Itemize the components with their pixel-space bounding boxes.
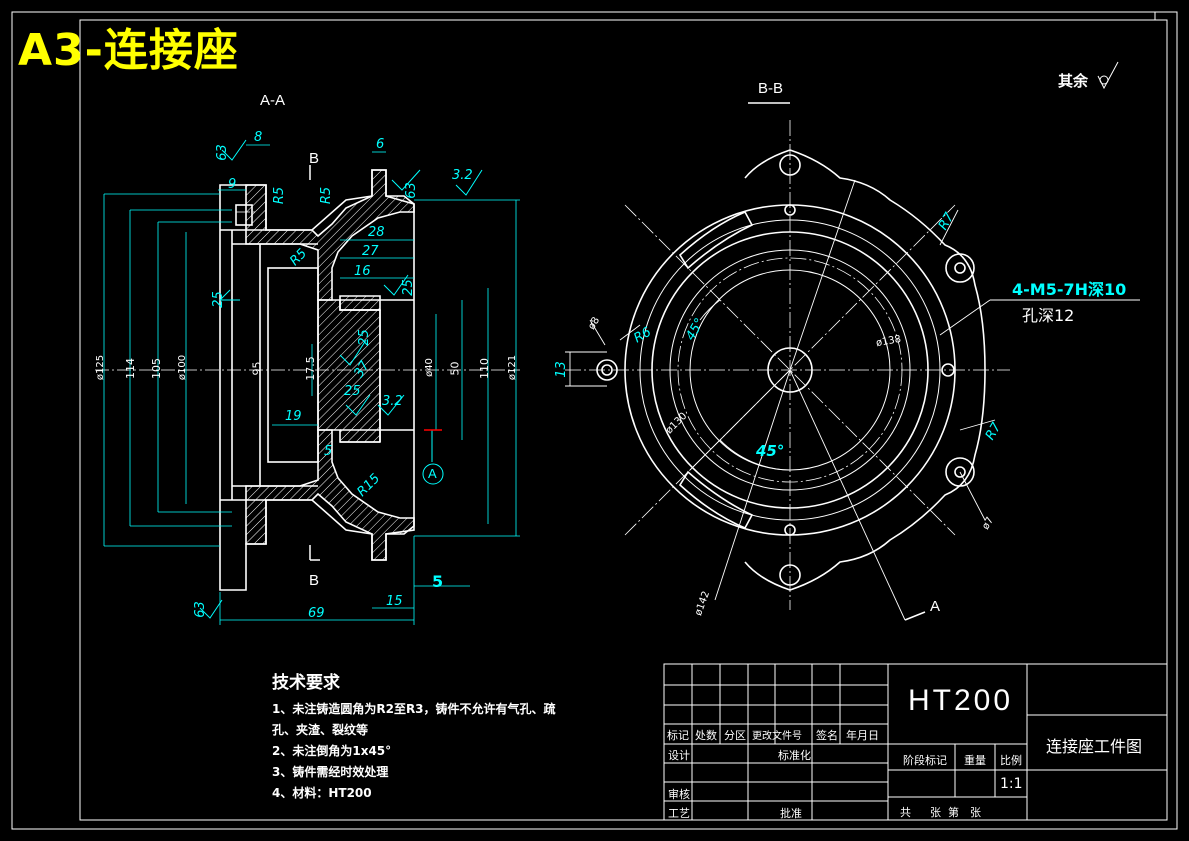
technical-requirements: 技术要求 1、未注铸造圆角为R2至R3，铸件不允许有气孔、疏 孔、夹渣、裂纹等 … — [272, 668, 556, 804]
dim-text: 8 — [254, 130, 263, 145]
technical-requirements-heading: 技术要求 — [272, 673, 340, 693]
sheet-frame — [11, 11, 1178, 830]
roughness-other-symbol — [1097, 61, 1119, 90]
section-aa-centerlines — [95, 211, 520, 371]
dim-text: 25 — [356, 329, 372, 346]
dim-text: 63 — [214, 144, 230, 161]
requirement-item: 1、未注铸造圆角为R2至R3，铸件不允许有气孔、疏 — [272, 702, 556, 716]
sheets-unit-label: 张 — [930, 806, 941, 819]
section-view-aa — [219, 169, 415, 591]
scale-value: 1:1 — [1000, 776, 1023, 792]
weight-label: 重量 — [964, 754, 986, 767]
sheets-total-label: 共 — [900, 806, 911, 819]
dim-text: 5 — [432, 572, 444, 591]
revision-header: 更改文件号 — [752, 731, 802, 742]
hatch-web — [317, 299, 381, 443]
revision-header: 分区 — [724, 729, 746, 742]
sheet-number-label: 第 — [948, 806, 959, 819]
dim-text: 3.2 — [382, 394, 403, 409]
dim-text: ø121 — [507, 354, 519, 381]
revision-header: 年月日 — [846, 729, 879, 742]
dim-text: R5 — [319, 186, 335, 205]
datum-a-letter: A — [428, 466, 437, 481]
dim-text: 27 — [362, 244, 379, 259]
dim-text: 63 — [192, 601, 208, 618]
cut-mark-a: A — [930, 598, 941, 615]
requirement-item: 4、材料：HT200 — [272, 786, 372, 800]
dim-text: ø40 — [423, 358, 435, 377]
section-aa-label: A-A — [260, 92, 286, 109]
section-aa-roughness-symbols — [199, 139, 483, 619]
scale-label: 比例 — [1000, 754, 1022, 767]
dim-text: 95 — [250, 361, 264, 376]
section-bb-leaders — [565, 102, 1140, 621]
dim-text: 6 — [376, 137, 385, 152]
cut-plane-b-markers — [309, 165, 320, 561]
section-bb-label: B-B — [758, 80, 784, 97]
dim-text: 63 — [403, 182, 419, 199]
design-label: 设计 — [668, 749, 690, 762]
dim-text: 19 — [285, 409, 302, 424]
dim-text: 3.2 — [452, 168, 473, 183]
dim-text: 16 — [354, 264, 371, 279]
hole-depth-callout: 孔深12 — [1022, 306, 1075, 325]
dim-text: ø125 — [95, 354, 107, 381]
revision-header: 处数 — [695, 729, 717, 742]
requirement-item: 3、铸件需经时效处理 — [272, 765, 389, 779]
dim-text: 110 — [478, 358, 491, 379]
requirement-item: 孔、夹渣、裂纹等 — [272, 723, 369, 737]
datum-a-marker — [422, 430, 444, 485]
thread-callout: 4-M5-7H深10 — [1012, 280, 1127, 299]
sheet-title: A3-连接座 — [18, 25, 239, 76]
dim-text: 69 — [308, 606, 325, 621]
sheets-unit-label-2: 张 — [970, 806, 981, 819]
cut-mark-b-top: B — [309, 150, 320, 167]
revision-header: 签名 — [816, 729, 838, 742]
standardization-label: 标准化 — [778, 749, 811, 762]
dim-text: 50 — [448, 361, 462, 376]
approve-label: 批准 — [780, 807, 802, 820]
hatch-hub-top — [339, 295, 381, 311]
process-label: 工艺 — [668, 807, 690, 820]
material-label: HT200 — [908, 684, 1014, 717]
title-block — [663, 663, 1168, 821]
dim-text: 9 — [228, 177, 237, 192]
dim-text: 13 — [553, 361, 569, 378]
dim-text: 45° — [756, 442, 785, 460]
cut-mark-b-bottom: B — [309, 572, 320, 589]
dim-text: 25 — [210, 291, 226, 308]
section-bb-centerlines — [565, 120, 1010, 610]
drawing-name: 连接座工件图 — [1046, 737, 1143, 756]
dim-text: 17.5 — [303, 356, 317, 381]
dim-text: 5 — [324, 444, 333, 459]
review-label: 审核 — [668, 788, 690, 801]
dim-text: 15 — [386, 594, 403, 609]
dim-text: ø100 — [177, 354, 189, 381]
requirement-item: 2、未注倒角为1x45° — [272, 744, 392, 758]
dim-text: 28 — [368, 225, 385, 240]
dim-text: 114 — [124, 358, 137, 379]
revision-header: 标记 — [667, 729, 689, 742]
dim-text: 25 — [344, 384, 361, 399]
dim-text: R5 — [272, 186, 288, 205]
roughness-other-label: 其余 — [1058, 72, 1089, 90]
stage-mark-label: 阶段标记 — [903, 754, 947, 767]
dim-text: 105 — [150, 358, 163, 379]
section-aa-dimension-lines — [103, 144, 520, 625]
dim-text: 25 — [400, 279, 416, 296]
